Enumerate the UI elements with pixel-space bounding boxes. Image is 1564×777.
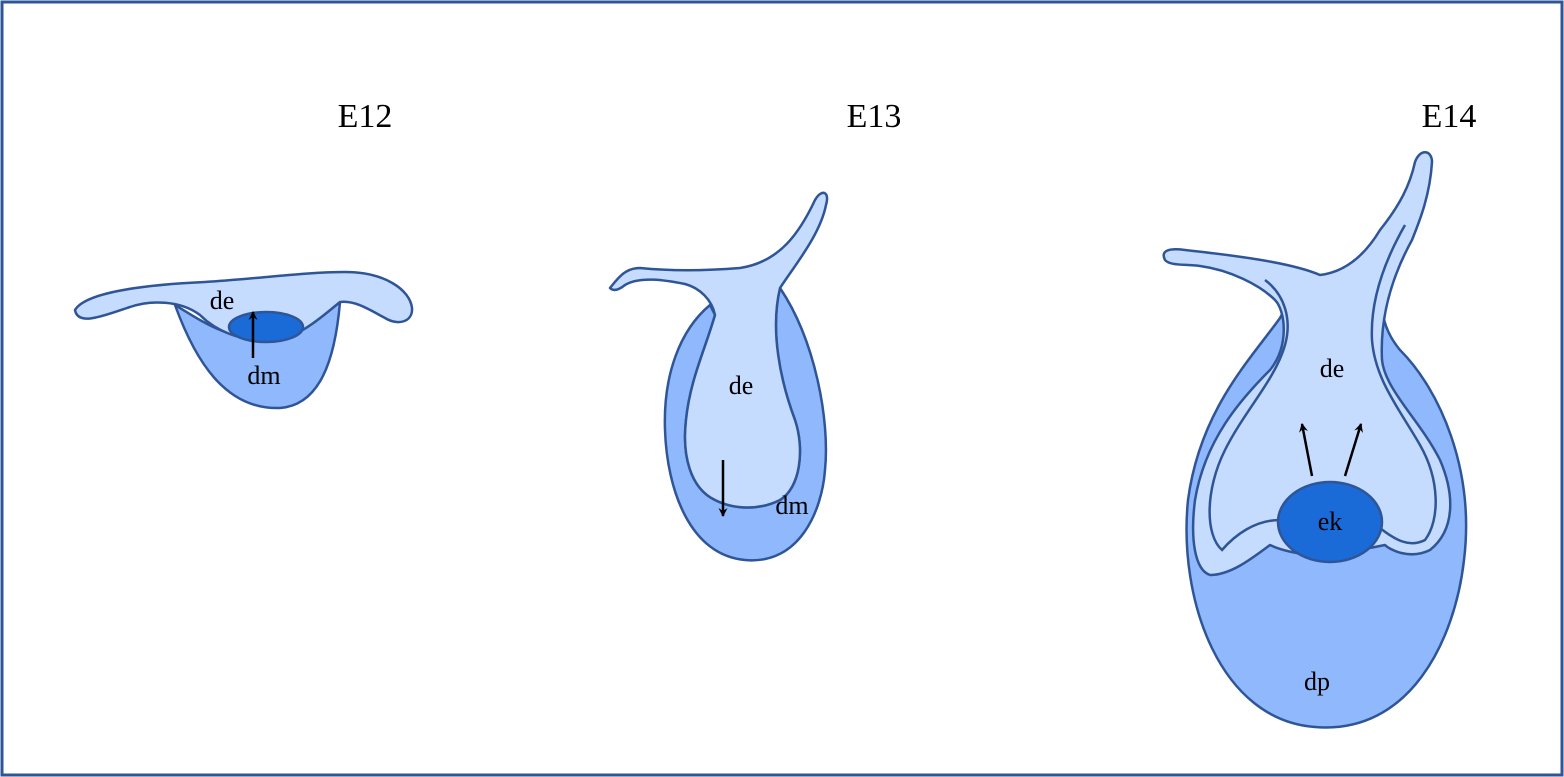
e12-label-dm: dm xyxy=(247,361,280,390)
e12-label-de: de xyxy=(210,286,235,315)
e14-label-ek: ek xyxy=(1318,507,1343,536)
stage-e13: E13 de dm xyxy=(608,98,902,562)
stage-title-e13: E13 xyxy=(847,98,902,135)
e14-arrow-left xyxy=(1299,423,1314,477)
e14-label-dp: dp xyxy=(1304,667,1330,696)
e13-label-de: de xyxy=(729,371,754,400)
e14-arrow-right xyxy=(1343,423,1363,477)
stage-title-e12: E12 xyxy=(338,98,393,135)
e13-dental-epithelium xyxy=(608,191,829,509)
e12-dental-epithelium xyxy=(73,270,414,342)
stage-title-e14: E14 xyxy=(1422,98,1477,135)
stage-e14: E14 de ek dp xyxy=(1162,98,1477,729)
e14-enamel-knot xyxy=(1276,480,1384,564)
e12-placode xyxy=(227,310,305,344)
e14-dental-epithelium xyxy=(1162,151,1452,577)
e13-label-dm: dm xyxy=(775,491,808,520)
e14-inner-epithelium-outline xyxy=(1208,279,1289,552)
e14-inner-epithelium-outline-right xyxy=(1370,224,1437,545)
e14-label-de: de xyxy=(1320,354,1345,383)
stage-e12: E12 de dm xyxy=(73,98,414,410)
